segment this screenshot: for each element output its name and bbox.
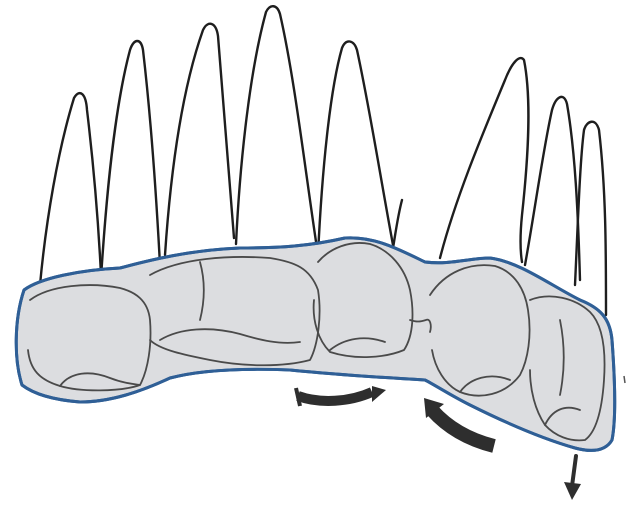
root-tooth-8a [525,97,580,280]
root-tooth-5 [318,41,393,255]
edge-mark [624,376,625,383]
root-tooth-7 [440,58,528,262]
root-tooth-8b [575,122,606,315]
root-tooth-4 [236,6,318,255]
root-tooth-6 [393,200,402,248]
root-tooth-2 [101,41,160,278]
arrow-down [564,456,581,500]
root-tooth-3 [165,24,234,255]
arrow-rotate-right [296,386,386,406]
root-tooth-1 [40,93,101,285]
